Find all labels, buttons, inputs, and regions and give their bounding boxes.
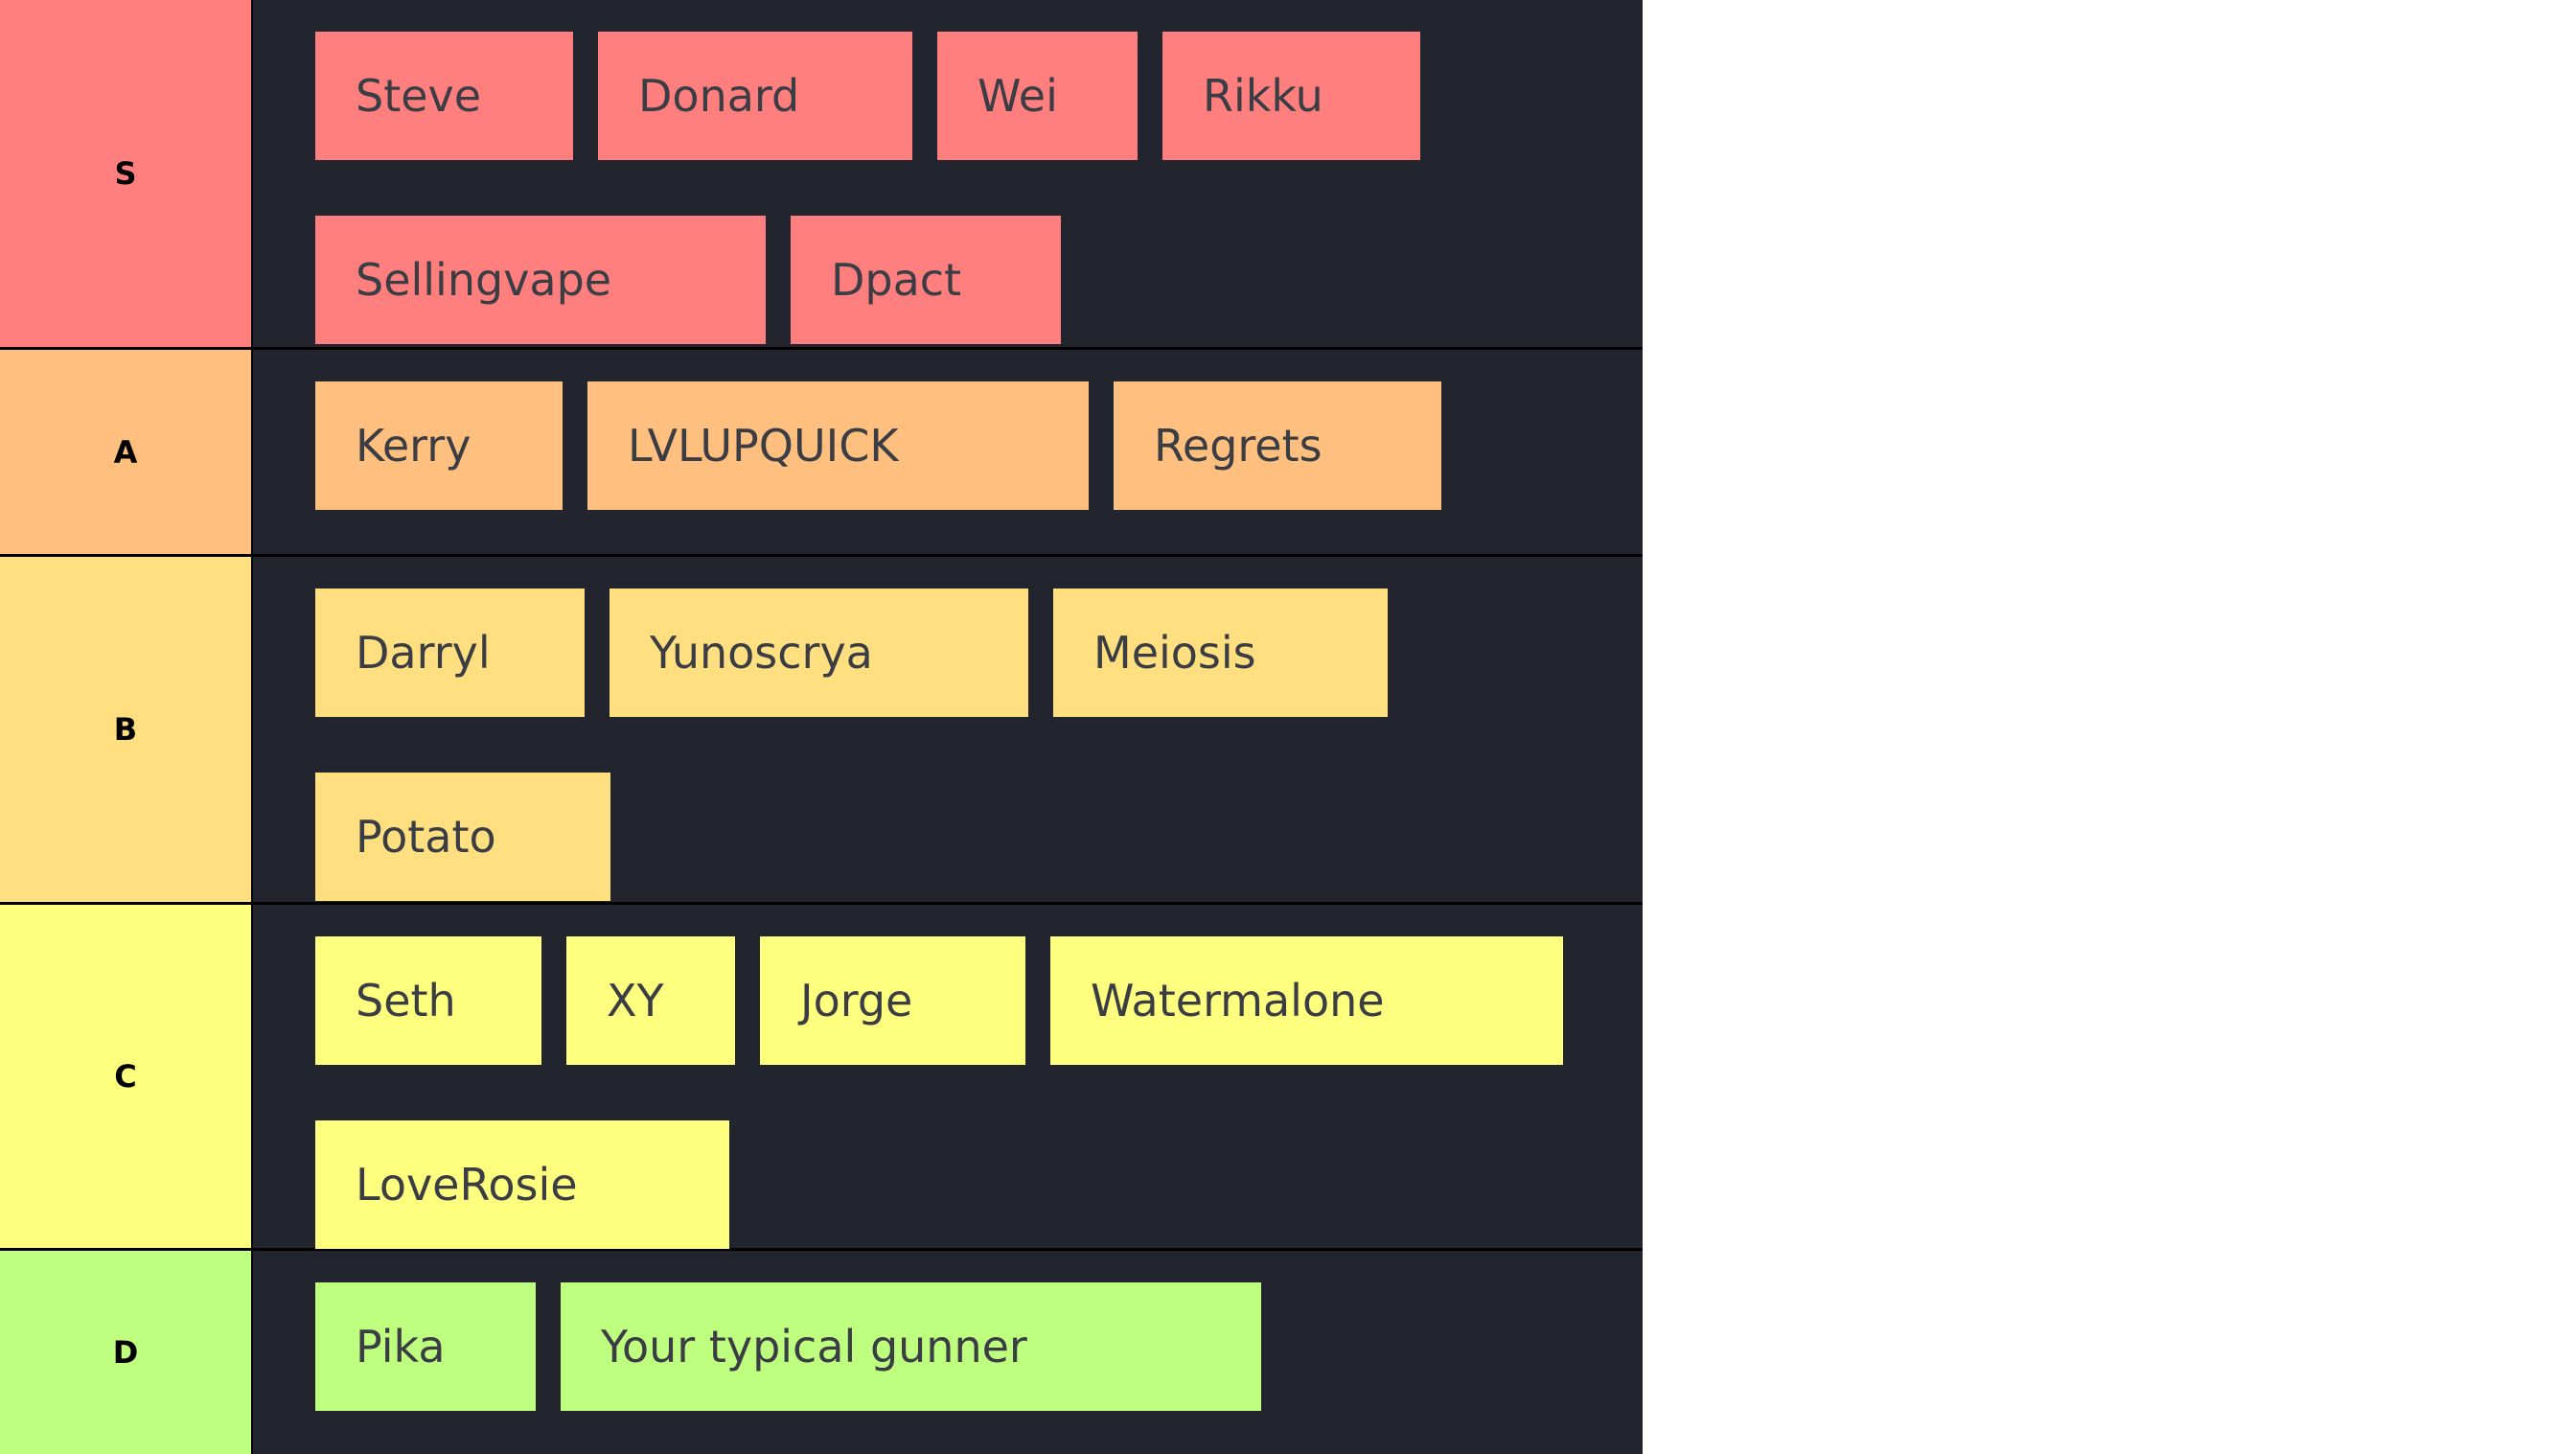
- tier-item[interactable]: Darryl: [315, 589, 585, 717]
- tier-label-c: C: [0, 905, 251, 1248]
- tier-item[interactable]: LVLUPQUICK: [587, 381, 1089, 510]
- tier-item[interactable]: Pika: [315, 1282, 536, 1411]
- tier-label-a: A: [0, 350, 251, 554]
- tier-item[interactable]: Kerry: [315, 381, 563, 510]
- tier-item[interactable]: Watermalone: [1050, 936, 1563, 1065]
- tier-items-b[interactable]: Darryl Yunoscrya Meiosis Potato: [251, 557, 1643, 902]
- tier-item[interactable]: Steve: [315, 32, 573, 160]
- tier-item[interactable]: Yunoscrya: [610, 589, 1028, 717]
- tier-item[interactable]: Donard: [598, 32, 912, 160]
- tier-row-a: A Kerry LVLUPQUICK Regrets: [0, 347, 1643, 554]
- tier-items-s[interactable]: Steve Donard Wei Rikku Sellingvape Dpact: [251, 0, 1643, 347]
- tier-row-s: S Steve Donard Wei Rikku Sellingvape Dpa…: [0, 0, 1643, 347]
- tier-item[interactable]: Your typical gunner: [561, 1282, 1261, 1411]
- tier-items-d[interactable]: Pika Your typical gunner: [251, 1251, 1643, 1454]
- tier-item[interactable]: Regrets: [1114, 381, 1441, 510]
- tier-item[interactable]: Jorge: [760, 936, 1025, 1065]
- tier-items-a[interactable]: Kerry LVLUPQUICK Regrets: [251, 350, 1643, 554]
- tier-item[interactable]: Meiosis: [1053, 589, 1388, 717]
- tier-label-s: S: [0, 0, 251, 347]
- tier-item[interactable]: Potato: [315, 773, 610, 901]
- tier-item[interactable]: Sellingvape: [315, 216, 766, 344]
- tier-item[interactable]: Dpact: [791, 216, 1061, 344]
- tier-item[interactable]: Rikku: [1162, 32, 1420, 160]
- tier-item[interactable]: Wei: [937, 32, 1138, 160]
- tier-item[interactable]: Seth: [315, 936, 541, 1065]
- tier-list: S Steve Donard Wei Rikku Sellingvape Dpa…: [0, 0, 1643, 1454]
- tier-row-c: C Seth XY Jorge Watermalone LoveRosie: [0, 902, 1643, 1249]
- tier-item[interactable]: LoveRosie: [315, 1120, 729, 1249]
- tier-row-b: B Darryl Yunoscrya Meiosis Potato: [0, 554, 1643, 902]
- tier-item[interactable]: XY: [566, 936, 735, 1065]
- tier-label-b: B: [0, 557, 251, 902]
- tier-label-d: D: [0, 1251, 251, 1454]
- tier-row-d: D Pika Your typical gunner: [0, 1248, 1643, 1454]
- tier-items-c[interactable]: Seth XY Jorge Watermalone LoveRosie: [251, 905, 1643, 1249]
